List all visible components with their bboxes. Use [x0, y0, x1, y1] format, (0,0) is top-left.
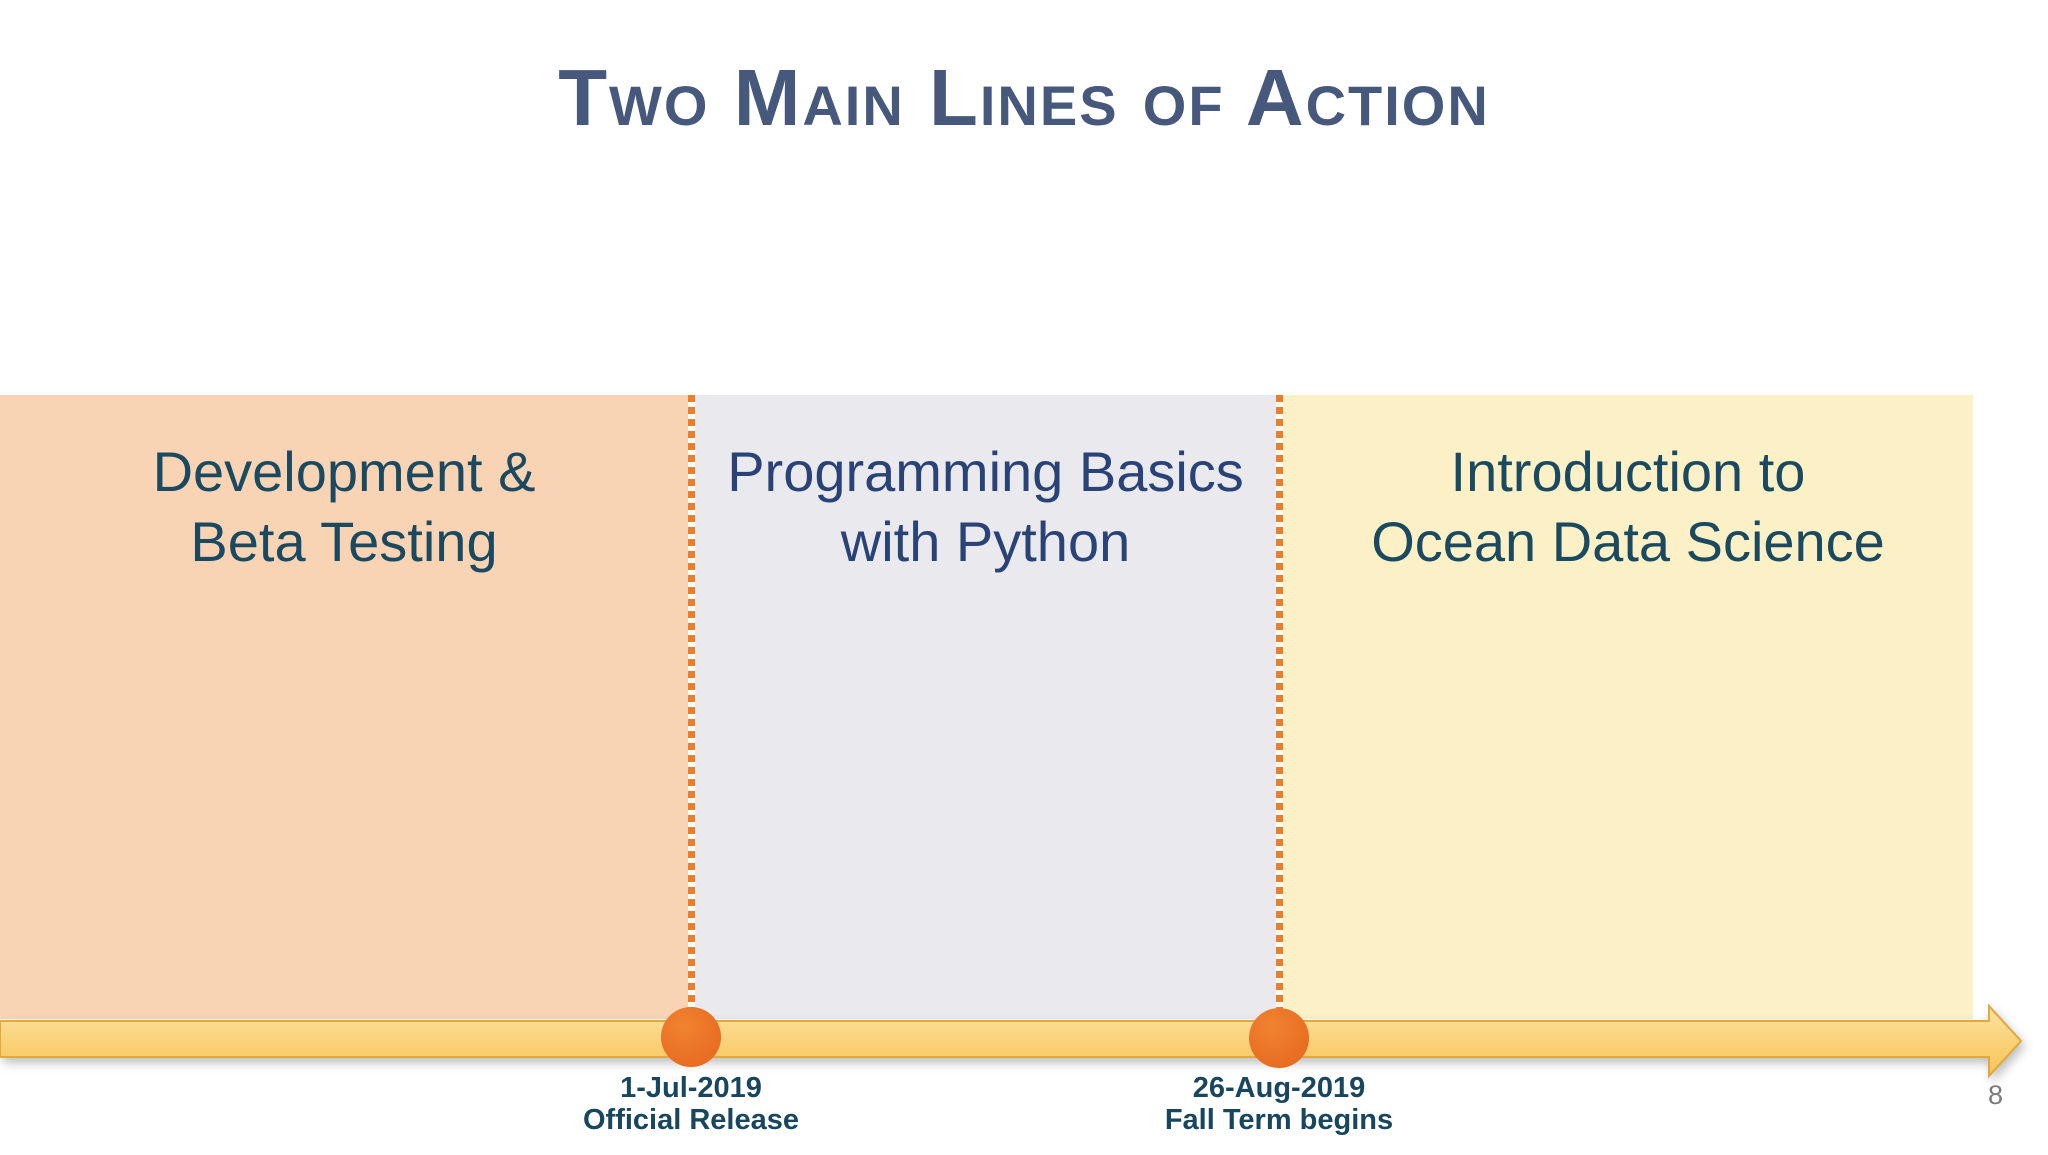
milestone-event: Fall Term begins [1164, 1104, 1394, 1136]
milestone-label-official-release: 1-Jul-2019 Official Release [471, 1072, 911, 1136]
milestone-dot-fall-term [1249, 1008, 1309, 1068]
milestone-dot-official-release [661, 1007, 721, 1067]
page-number: 8 [1988, 1080, 2004, 1110]
milestone-label-fall-term: 26-Aug-2019 Fall Term begins [1059, 1072, 1499, 1136]
panel-programming-basics-python: Programming Basics with Python [695, 395, 1276, 1019]
panel-development-beta-testing: Development & Beta Testing [0, 395, 688, 1019]
page-title: Two Main Lines of Action [558, 53, 1490, 142]
milestone-date: 1-Jul-2019 [620, 1072, 762, 1104]
panel-text-line: with Python [840, 510, 1131, 573]
milestone-divider-line-2 [1276, 395, 1283, 1013]
timeline-arrow [0, 1003, 2023, 1079]
panel-text-line: Ocean Data Science [1371, 510, 1885, 573]
panel-intro-ocean-data-science: Introduction to Ocean Data Science [1283, 395, 1973, 1019]
panel-text-line: Beta Testing [190, 510, 498, 573]
panel-text-line: Introduction to [1450, 440, 1806, 503]
timeline-arrow-shape [0, 1003, 2023, 1079]
milestone-date: 26-Aug-2019 [1192, 1072, 1366, 1104]
milestone-divider-line-1 [688, 395, 695, 1013]
milestone-event: Official Release [583, 1104, 799, 1136]
panel-text-line: Programming Basics [727, 440, 1244, 503]
panel-text-line: Development & [152, 440, 536, 503]
